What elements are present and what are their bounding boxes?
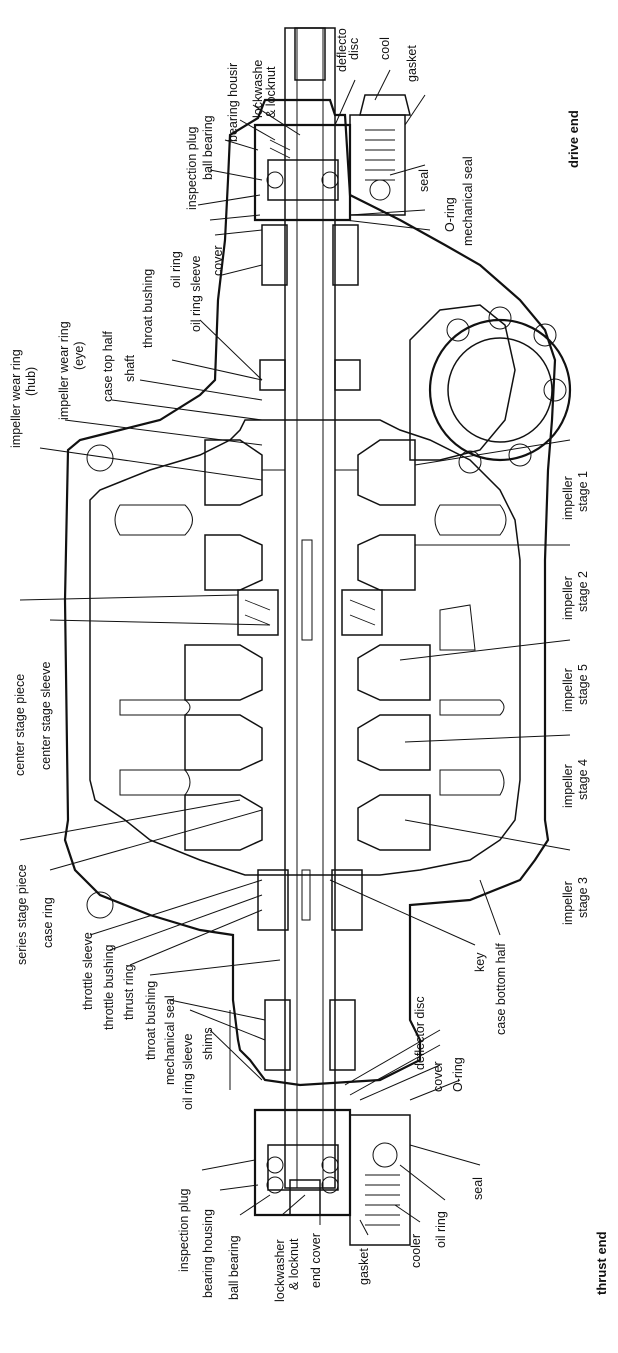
label-o-ring-top: O-ring bbox=[443, 197, 457, 232]
label-o-ring-bottom: O-ring bbox=[451, 1057, 465, 1092]
label-cooler-bottom: cooler bbox=[409, 1234, 423, 1268]
label-cover-top: cover bbox=[211, 245, 225, 276]
volute-chamber bbox=[89, 419, 521, 876]
label-center-stage-sleeve: center stage sleeve bbox=[39, 662, 53, 770]
shaft bbox=[284, 27, 336, 1189]
label-impeller-1-a: impeller bbox=[561, 476, 575, 520]
label-inspection-plug-bottom: inspection plug bbox=[177, 1189, 191, 1272]
label-bearing-housing-top: bearing housir bbox=[226, 63, 240, 142]
label-drive-end: drive end bbox=[566, 110, 581, 168]
label-impeller-2-a: impeller bbox=[561, 576, 575, 620]
label-ball-bearing-top: ball bearing bbox=[201, 115, 215, 180]
label-deflector-disc-top-1: deflecto bbox=[335, 28, 349, 72]
leader-lines bbox=[19, 69, 571, 1236]
label-ball-bearing-bottom: ball bearing bbox=[227, 1235, 241, 1300]
bolt-hole-2 bbox=[86, 891, 114, 919]
label-deflector-disc-bottom: deflector disc bbox=[413, 996, 427, 1070]
label-impeller-wear-ring-eye-1: impeller wear ring bbox=[57, 321, 71, 420]
label-shims: shims bbox=[201, 1027, 215, 1060]
label-cover-bottom: cover bbox=[431, 1061, 445, 1092]
channel-left-3 bbox=[119, 769, 191, 796]
bolt-hole-1 bbox=[86, 444, 114, 472]
label-impeller-4-b: stage 4 bbox=[576, 759, 590, 800]
label-bearing-housing-bottom: bearing housing bbox=[201, 1209, 215, 1298]
impeller-stage-5 bbox=[184, 644, 431, 701]
label-lockwasher-top-2: & locknut bbox=[264, 66, 278, 118]
top-cooler bbox=[349, 94, 411, 216]
label-oil-ring-sleeve-top: oil ring sleeve bbox=[189, 256, 203, 332]
label-key: key bbox=[473, 952, 487, 972]
label-thrust-end: thrust end bbox=[594, 1231, 609, 1295]
suction-volute bbox=[409, 304, 516, 461]
label-gasket-bottom: gasket bbox=[357, 1248, 371, 1285]
label-impeller-wear-ring-hub-2: (hub) bbox=[24, 367, 38, 396]
bottom-cooler bbox=[349, 1114, 411, 1246]
label-gasket-top: gasket bbox=[405, 45, 419, 82]
label-impeller-5-a: impeller bbox=[561, 668, 575, 712]
label-series-stage-piece: series stage piece bbox=[15, 864, 29, 965]
label-mechanical-seal-top: mechanical seal bbox=[461, 156, 475, 246]
discharge-flange bbox=[428, 306, 572, 474]
label-lockwasher-bottom-1: lockwasher bbox=[273, 1239, 287, 1302]
impeller-stage-3 bbox=[184, 794, 431, 851]
center-stage-piece-drawing bbox=[237, 589, 383, 636]
label-case-bottom-half: case bottom half bbox=[494, 943, 508, 1035]
label-impeller-wear-ring-hub-1: impeller wear ring bbox=[9, 349, 23, 448]
labels: inspection plug ball bearing bearing hou… bbox=[9, 28, 609, 1302]
impeller-stage-1 bbox=[204, 439, 416, 506]
pump-drawing bbox=[63, 27, 572, 1246]
impeller-stage-2 bbox=[204, 534, 416, 591]
label-oil-ring-sleeve-bottom: oil ring sleeve bbox=[181, 1034, 195, 1110]
casing-outline bbox=[63, 98, 557, 1087]
channel-right-big bbox=[439, 604, 476, 651]
impeller-stage-4 bbox=[184, 714, 431, 771]
label-seal-bottom: seal bbox=[471, 1177, 485, 1200]
thrust-side-seals bbox=[229, 869, 363, 1090]
label-lockwasher-top-1: lockwashe bbox=[251, 60, 265, 118]
label-impeller-wear-ring-eye-2: (eye) bbox=[72, 342, 86, 370]
diffuser-channel-left bbox=[114, 504, 193, 536]
diffuser-channel-right bbox=[434, 504, 507, 536]
drive-side-seals bbox=[259, 224, 361, 391]
label-throttle-sleeve: throttle sleeve bbox=[81, 932, 95, 1010]
label-shaft: shaft bbox=[123, 354, 137, 382]
label-oil-ring-bottom: oil ring bbox=[434, 1211, 448, 1248]
label-impeller-1-b: stage 1 bbox=[576, 471, 590, 512]
label-seal-top: seal bbox=[417, 169, 431, 192]
label-lockwasher-bottom-2: & locknut bbox=[287, 1238, 301, 1290]
channel-right-3 bbox=[439, 769, 505, 796]
channel-left-2 bbox=[119, 699, 191, 716]
label-impeller-5-b: stage 5 bbox=[576, 664, 590, 705]
label-impeller-3-b: stage 3 bbox=[576, 877, 590, 918]
label-mechanical-seal-bottom: mechanical seal bbox=[163, 995, 177, 1085]
label-end-cover: end cover bbox=[309, 1233, 323, 1288]
coupling-end bbox=[294, 27, 326, 81]
label-impeller-4-a: impeller bbox=[561, 764, 575, 808]
label-deflector-disc-top-2: disc bbox=[347, 38, 361, 60]
label-case-ring: case ring bbox=[41, 897, 55, 948]
label-impeller-3-a: impeller bbox=[561, 881, 575, 925]
label-throat-bushing-top: throat bushing bbox=[141, 269, 155, 348]
top-bearing-housing bbox=[253, 123, 352, 222]
label-thrust-ring: thrust ring bbox=[122, 964, 136, 1020]
label-case-top-half: case top half bbox=[101, 331, 115, 402]
label-throttle-bushing: throttle bushing bbox=[102, 944, 116, 1030]
label-oil-ring-top: oil ring bbox=[169, 251, 183, 288]
label-center-stage-piece: center stage piece bbox=[13, 674, 27, 776]
label-cooler-top: cool bbox=[378, 37, 392, 60]
channel-right-2 bbox=[439, 699, 505, 716]
label-throat-bushing-bottom: throat bushing bbox=[144, 981, 158, 1060]
label-inspection-plug-top: inspection plug bbox=[185, 127, 199, 210]
label-impeller-2-b: stage 2 bbox=[576, 571, 590, 612]
